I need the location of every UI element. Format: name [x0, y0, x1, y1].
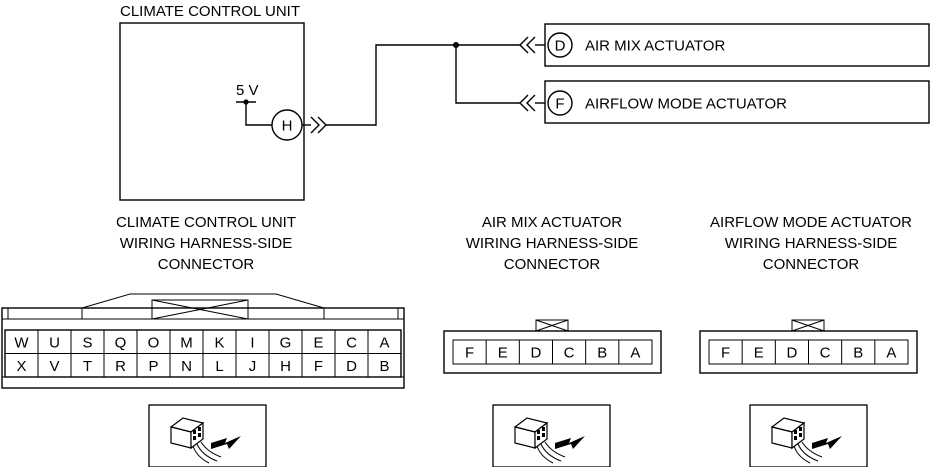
- caption-line: CONNECTOR: [763, 256, 860, 273]
- splice-node: [453, 42, 459, 48]
- unit-box: [119, 22, 305, 201]
- airflow-mode-pin: E: [754, 345, 764, 362]
- ccu-pin-top: I: [250, 334, 254, 351]
- terminal-f-circle: [547, 90, 573, 116]
- ccu-pin-bottom: L: [215, 358, 223, 375]
- ccu-lock-cross: [151, 299, 249, 320]
- airflow-box: [544, 80, 930, 124]
- ccu-pin-bottom: R: [115, 358, 126, 375]
- terminal-d-circle: [547, 32, 573, 58]
- airflow-mode-pin: A: [886, 345, 896, 362]
- air-mix-pin: E: [498, 345, 508, 362]
- caption-line: CONNECTOR: [158, 256, 255, 273]
- ccu-pin-bottom: F: [314, 358, 323, 375]
- air-mix-connector-caption: AIR MIX ACTUATOR WIRING HARNESS-SIDE CON…: [466, 214, 639, 273]
- airflow-connector-icon: [519, 94, 536, 112]
- harness-wires: [326, 42, 520, 126]
- ccu-pin-top: U: [49, 334, 60, 351]
- air-mix-pin: A: [630, 345, 640, 362]
- airflow-label: AIRFLOW MODE ACTUATOR: [585, 96, 787, 113]
- terminal-d-label: D: [555, 38, 566, 55]
- ccu-pin-bottom: P: [148, 358, 158, 375]
- wire-to-airflow: [455, 45, 520, 104]
- ccu-connector-caption: CLIMATE CONTROL UNIT WIRING HARNESS-SIDE…: [116, 214, 296, 273]
- airflow-lock-cross: [791, 319, 825, 332]
- ccu-pin-bottom: V: [49, 358, 59, 375]
- airflow-connector-caption: AIRFLOW MODE ACTUATOR WIRING HARNESS-SID…: [710, 214, 912, 273]
- air-mix-connector-icon: [519, 36, 536, 54]
- harness-view-icon: [148, 404, 267, 467]
- air-mix-label: AIR MIX ACTUATOR: [585, 38, 725, 55]
- airflow-mode-pin: C: [820, 345, 831, 362]
- ccu-pin-top: A: [379, 334, 389, 351]
- ccu-pin-top: E: [313, 334, 323, 351]
- ccu-lock-tab: [81, 293, 325, 309]
- airflow-connector-shell: [699, 330, 918, 374]
- caption-line: WIRING HARNESS-SIDE: [120, 235, 293, 252]
- terminal-h-label: H: [282, 118, 293, 135]
- airflow-mode-actuator: F AIRFLOW MODE ACTUATOR: [519, 80, 930, 124]
- air-mix-actuator: D AIR MIX ACTUATOR: [519, 23, 930, 67]
- caption-line: CLIMATE CONTROL UNIT: [116, 214, 296, 231]
- air-mix-pin: C: [564, 345, 575, 362]
- caption-line: WIRING HARNESS-SIDE: [466, 235, 639, 252]
- caption-line: AIRFLOW MODE ACTUATOR: [710, 214, 912, 231]
- air-mix-pin: D: [530, 345, 541, 362]
- ccu-latch-right: [323, 307, 399, 320]
- pullup-wire: [245, 102, 272, 126]
- ccu-pin-bottom: J: [249, 358, 257, 375]
- air-mix-pin: F: [465, 345, 474, 362]
- ccu-pin-top: C: [346, 334, 357, 351]
- climate-control-unit: CLIMATE CONTROL UNIT 5 V H: [119, 3, 327, 201]
- caption-line: CONNECTOR: [504, 256, 601, 273]
- ccu-pin-bottom: H: [280, 358, 291, 375]
- air-mix-box: [544, 23, 930, 67]
- ccu-pin-bottom: B: [379, 358, 389, 375]
- airflow-mode-pin: D: [786, 345, 797, 362]
- ccu-pin-top: W: [14, 334, 29, 351]
- ccu-pins: W U S Q O M K I G E C A X V T R P N L J H F D B: [14, 330, 390, 377]
- harness-view-icon: [492, 404, 611, 467]
- ccu-pin-top: K: [214, 334, 224, 351]
- unit-title: CLIMATE CONTROL UNIT: [120, 3, 300, 20]
- caption-line: AIR MIX ACTUATOR: [482, 214, 622, 231]
- ccu-pin-top: M: [180, 334, 193, 351]
- ccu-pin-top: Q: [115, 334, 127, 351]
- harness-view-icon: [749, 404, 868, 467]
- ccu-lock-box: [151, 299, 249, 320]
- ccu-pin-bottom: T: [83, 358, 92, 375]
- air-mix-connector-shell: [443, 330, 662, 374]
- wire-to-air-mix: [326, 44, 520, 126]
- ccu-latch-left: [7, 307, 83, 320]
- ccu-pin-top: G: [280, 334, 292, 351]
- air-mix-pin: B: [597, 345, 607, 362]
- ccu-pin-top: S: [82, 334, 92, 351]
- airflow-mode-pin: F: [721, 345, 730, 362]
- ccu-pin-bottom: N: [181, 358, 192, 375]
- ccu-pin-bottom: D: [346, 358, 357, 375]
- terminal-f-label: F: [555, 96, 564, 113]
- voltage-label: 5 V: [236, 82, 259, 99]
- airflow-mode-pin: B: [853, 345, 863, 362]
- ccu-pin-bottom: X: [16, 358, 26, 375]
- air-mix-lock-cross: [535, 319, 569, 332]
- caption-line: WIRING HARNESS-SIDE: [725, 235, 898, 252]
- unit-connector-icon: [310, 116, 327, 134]
- ccu-pin-top: O: [148, 334, 160, 351]
- ccu-connector: W U S Q O M K I G E C A X V T R P N L J H F D B: [1, 293, 405, 389]
